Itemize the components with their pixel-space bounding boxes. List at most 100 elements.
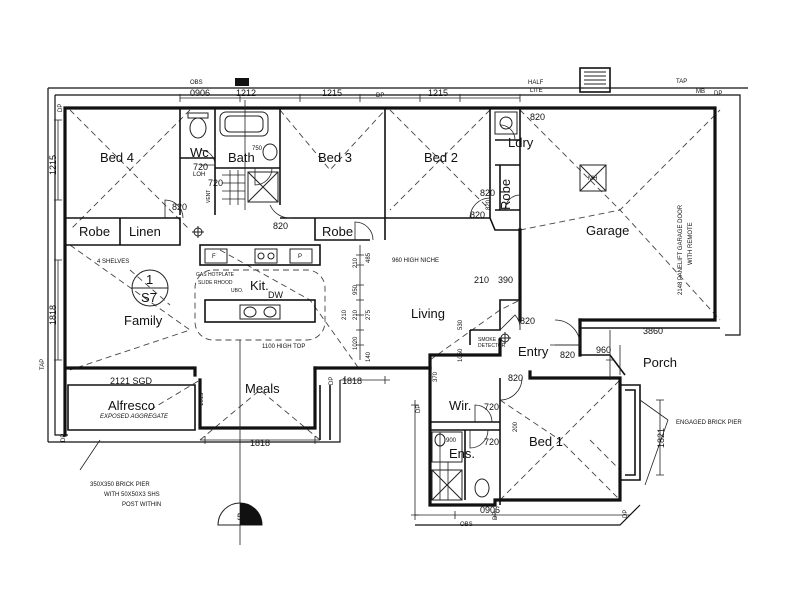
walls [63, 67, 720, 507]
note-ubo: UBO. [231, 288, 243, 294]
note-pantry: P [298, 254, 302, 260]
dim-label: 1215 [428, 88, 448, 98]
note-mh: MH [588, 176, 597, 182]
dim-label: 200 [513, 421, 519, 432]
dimension-labels: 0906 1212 1215 1215 820 720 750 720 820 … [48, 88, 666, 515]
fixtures [187, 111, 607, 501]
eave-lines [47, 87, 748, 526]
section-marker-sheet: S7 [141, 290, 157, 305]
note-dw: DW [268, 290, 283, 300]
dim-label: 210 [353, 257, 359, 268]
room-label-alfresco: Alfresco [108, 398, 155, 413]
dp-label: DP [416, 405, 422, 413]
dim-label: 275 [366, 309, 372, 320]
note-smoke-detector-2: DETECTOR [478, 343, 506, 349]
dp-label: DP [623, 510, 629, 518]
room-label-bed3: Bed 3 [318, 150, 352, 165]
dim-label: 1818 [250, 438, 270, 448]
dim-label: 210 [342, 309, 348, 320]
dp-label: DP [58, 104, 64, 112]
section-marker-number: 1 [146, 272, 153, 287]
dim-label: 1020 [353, 336, 359, 350]
note-exposed-aggregate: EXPOSED AGGREGATE [100, 414, 169, 420]
room-label-kitchen: Kit. [250, 278, 269, 293]
note-pier-1: 350X350 BRICK PIER [90, 482, 150, 488]
note-tap-left: TAP [40, 359, 46, 370]
room-label-ensuite: Ens. [449, 446, 475, 461]
dim-label: 0906 [190, 88, 210, 98]
dim-label: 530 [458, 319, 464, 330]
dim-label: 720 [193, 162, 208, 172]
dim-label: 0906 [480, 505, 500, 515]
room-label-bath: Bath [228, 150, 255, 165]
dim-label: 720 [208, 178, 223, 188]
dp-label: DP [493, 512, 499, 520]
dim-label: 820 [273, 221, 288, 231]
dim-label: 820 [470, 210, 485, 220]
dim-label: 1818 [48, 305, 58, 325]
dim-label: 900 [446, 438, 457, 444]
room-label-porch: Porch [643, 355, 677, 370]
note-pier-2: WITH 50X50X3 SHS [104, 492, 160, 498]
dim-label: 960 [596, 345, 611, 355]
dim-label: 820 [508, 373, 523, 383]
note-half-lite-1: HALF [528, 80, 544, 86]
dp-label: DP [61, 434, 67, 442]
door-swings [164, 124, 581, 449]
dim-label: 1050 [458, 348, 464, 362]
dim-label: 750 [252, 146, 263, 152]
room-labels: Bed 4 Wc Bath Bed 3 Bed 2 Ldry Robe Gara… [79, 135, 677, 461]
section-marker [129, 269, 171, 307]
room-label-bed4: Bed 4 [100, 150, 134, 165]
room-label-robe-laundry: Robe [498, 179, 513, 210]
dim-label: 390 [498, 275, 513, 285]
obs-window-marker [235, 78, 249, 86]
note-gas-hotplate: GAS HOTPLATE [196, 272, 235, 278]
room-label-bed1: Bed 1 [529, 434, 563, 449]
downpipe-labels: DP DP DP DP DP DP DP DP [58, 91, 722, 520]
dp-label: DP [714, 91, 722, 97]
note-loh: LOH [193, 172, 205, 178]
room-label-bed2: Bed 2 [424, 150, 458, 165]
note-garage-door-2: WITH REMOTE [688, 222, 694, 265]
dim-label: 1212 [236, 88, 256, 98]
note-smoke-detector-1: SMOKE [478, 337, 497, 343]
dim-label: 820 [480, 188, 495, 198]
note-tap-top: TAP [676, 79, 687, 85]
dp-label: DP [376, 93, 384, 99]
room-label-robe-bed3: Robe [322, 224, 353, 239]
note-vent: VENT [206, 190, 212, 203]
room-label-ldry: Ldry [508, 135, 534, 150]
notes: EXPOSED AGGREGATE 4 SHELVES GAS HOTPLATE… [40, 79, 742, 528]
dimension-lines [54, 94, 669, 545]
elevation-marker [217, 502, 263, 526]
room-label-entry: Entry [518, 344, 549, 359]
dim-label: 1215 [48, 155, 58, 175]
note-garage-door-1: 2148 PANELIFT GARAGE DOOR [678, 204, 684, 295]
room-label-living: Living [411, 306, 445, 321]
note-obs-top-2: OBS [236, 80, 249, 86]
note-half-lite-2: LITE [530, 88, 543, 94]
dim-label: 820 [486, 199, 492, 210]
note-obs-top-1: OBS [190, 80, 203, 86]
dim-label: 720 [484, 437, 499, 447]
dim-label: 2121 SGD [110, 376, 153, 386]
dim-label: 370 [433, 371, 439, 382]
dim-label: 820 [530, 112, 545, 122]
dim-label: 820 [560, 350, 575, 360]
dim-label: 1815 [199, 392, 205, 406]
dim-label: 485 [366, 252, 372, 263]
dim-label: 140 [366, 351, 372, 362]
dim-label: 210 [474, 275, 489, 285]
room-label-wir: Wir. [449, 398, 471, 413]
note-pier-3: POST WITHIN [122, 502, 161, 508]
room-label-meals: Meals [245, 381, 280, 396]
dim-label: 720 [484, 402, 499, 412]
note-slide-rhood: SLIDE RHOOD [198, 280, 233, 286]
dim-label: 820 [172, 202, 187, 212]
note-engaged-brick-pier: ENGAGED BRICK PIER [676, 420, 742, 426]
note-fridge: F [212, 254, 216, 260]
dim-label: 1818 [342, 376, 362, 386]
